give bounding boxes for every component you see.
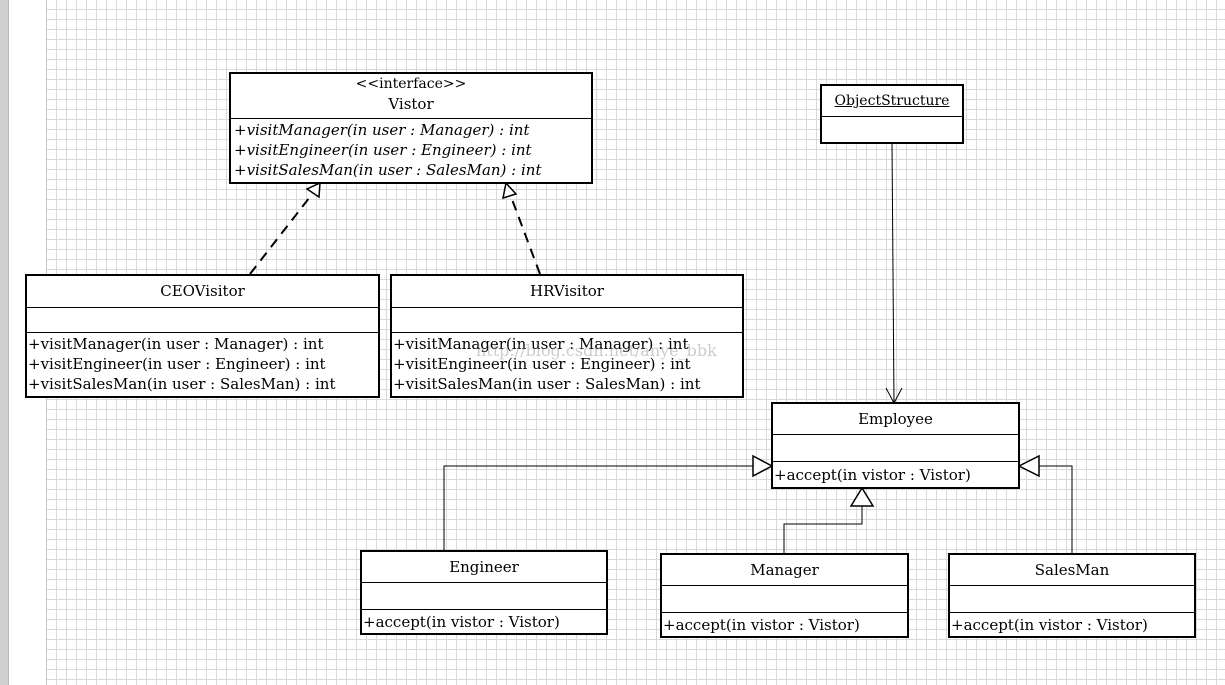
employee-operations: +accept(in vistor : Vistor) <box>773 463 1018 487</box>
watermark-text: http://blog.csdn.net/anye_bbk <box>476 341 717 360</box>
engineer-generalization-line <box>443 465 753 550</box>
hr-operations: +visitManager(in user : Manager) : int +… <box>392 334 742 396</box>
class-name: ObjectStructure <box>822 86 962 117</box>
engineer-generalization-arrowhead <box>752 454 774 478</box>
engineer-operations: +accept(in vistor : Vistor) <box>362 610 606 633</box>
manager-operations: +accept(in vistor : Vistor) <box>662 613 907 636</box>
salesman-generalization-arrowhead <box>1017 454 1040 478</box>
operation: +visitSalesMan(in user : SalesMan) : int <box>28 375 336 393</box>
operation: +visitManager(in user : Manager) : int <box>28 335 324 353</box>
hr-visitor-box[interactable]: HRVisitor +visitManager(in user : Manage… <box>390 274 744 398</box>
operation: +visitManager(in user : Manager) : int <box>393 335 689 353</box>
operation: +visitEngineer(in user : Engineer) : int <box>234 141 532 159</box>
class-name: CEOVisitor <box>27 276 378 308</box>
attributes-compartment <box>773 435 1018 462</box>
engineer-box[interactable]: Engineer +accept(in vistor : Vistor) <box>360 550 608 635</box>
salesman-operations: +accept(in vistor : Vistor) <box>950 613 1194 636</box>
vistor-header: <<interface>> Vistor <box>231 74 591 119</box>
operation: +accept(in vistor : Vistor) <box>774 466 971 484</box>
ceo-operations: +visitManager(in user : Manager) : int +… <box>27 334 378 396</box>
hr-realization-line <box>509 193 541 275</box>
ceo-realization-arrowhead <box>305 181 321 199</box>
class-name: HRVisitor <box>392 276 742 308</box>
operation: +visitEngineer(in user : Engineer) : int <box>393 355 691 373</box>
vistor-interface-box[interactable]: <<interface>> Vistor +visitManager(in us… <box>229 72 593 184</box>
attributes-compartment <box>662 586 907 613</box>
operation: +accept(in vistor : Vistor) <box>663 616 860 634</box>
attributes-compartment <box>392 308 742 333</box>
operation: +accept(in vistor : Vistor) <box>951 616 1148 634</box>
class-name: Employee <box>773 404 1018 435</box>
class-name: Vistor <box>388 95 434 113</box>
attributes-compartment <box>362 583 606 610</box>
operation: +accept(in vistor : Vistor) <box>363 613 560 631</box>
window-left-edge <box>0 0 9 685</box>
attributes-compartment <box>27 308 378 333</box>
vistor-operations: +visitManager(in user : Manager) : int +… <box>231 120 591 182</box>
manager-box[interactable]: Manager +accept(in vistor : Vistor) <box>660 553 909 638</box>
class-name: Manager <box>662 555 907 586</box>
attributes-compartment <box>950 586 1194 613</box>
class-name: SalesMan <box>950 555 1194 586</box>
stereotype-label: <<interface>> <box>355 76 467 92</box>
manager-generalization-line <box>783 506 863 553</box>
ceo-visitor-box[interactable]: CEOVisitor +visitManager(in user : Manag… <box>25 274 380 398</box>
hr-realization-arrowhead <box>502 181 518 200</box>
salesman-box[interactable]: SalesMan +accept(in vistor : Vistor) <box>948 553 1196 638</box>
object-structure-box[interactable]: ObjectStructure <box>820 84 964 144</box>
employee-box[interactable]: Employee +accept(in vistor : Vistor) <box>771 402 1020 489</box>
operation: +visitSalesMan(in user : SalesMan) : int <box>393 375 701 393</box>
salesman-generalization-line <box>1039 465 1073 553</box>
class-name: Engineer <box>362 552 606 583</box>
operation: +visitSalesMan(in user : SalesMan) : int <box>234 161 542 179</box>
operation: +visitEngineer(in user : Engineer) : int <box>28 355 326 373</box>
association-line <box>891 142 895 403</box>
manager-generalization-arrowhead <box>849 486 875 507</box>
ceo-realization-line <box>249 192 314 275</box>
operation: +visitManager(in user : Manager) : int <box>234 121 530 139</box>
